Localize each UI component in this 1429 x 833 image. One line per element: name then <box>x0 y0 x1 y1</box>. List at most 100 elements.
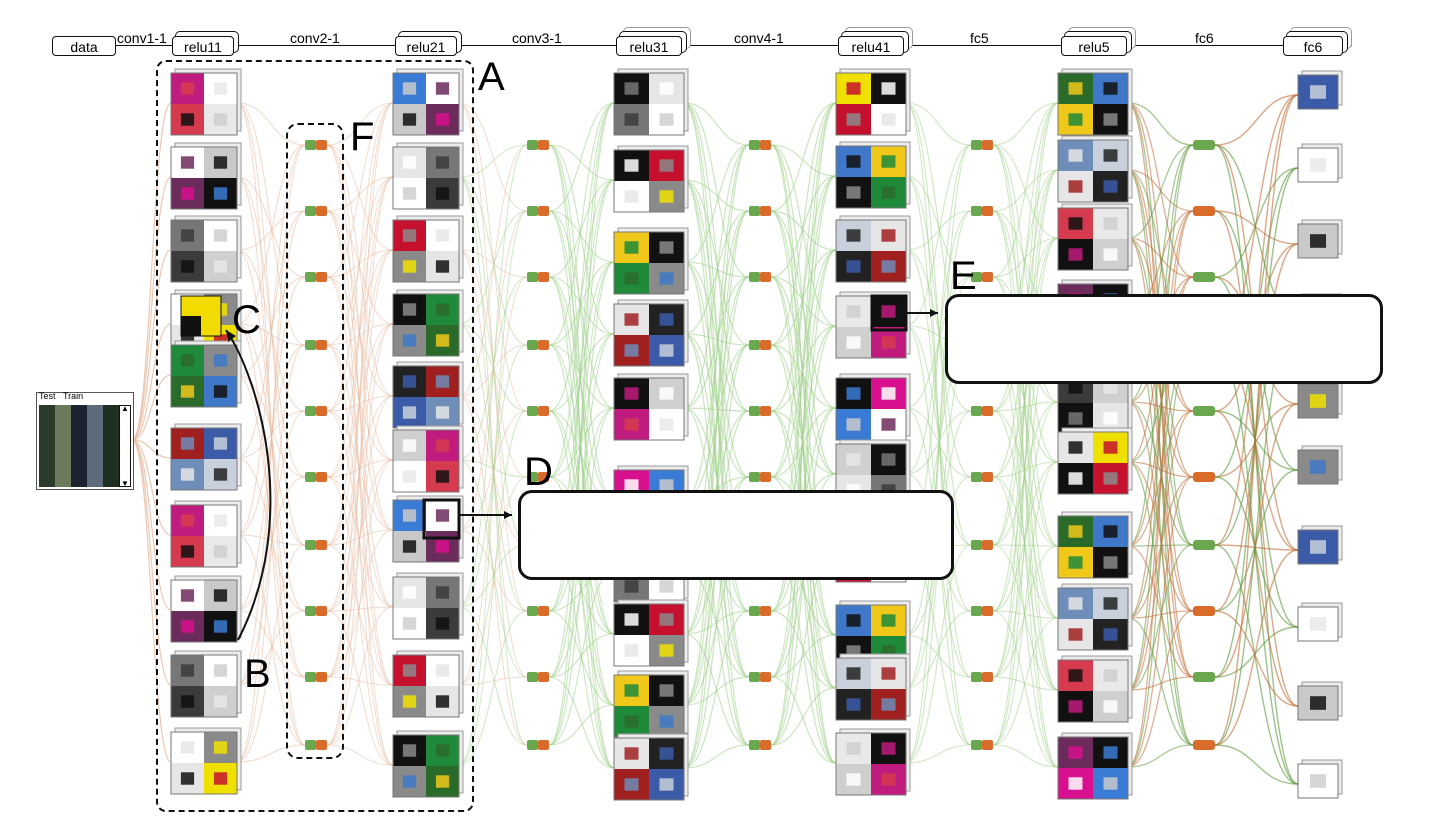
node-pill-conv4-right-8 <box>760 672 771 682</box>
edge-relu11-conv2-6-9 <box>236 534 306 746</box>
arrow-b-to-c-head <box>226 330 236 342</box>
thumbnail-relu5-0 <box>1057 68 1133 136</box>
dataset-tab-train[interactable]: Train <box>63 391 84 401</box>
edge-conv4-relu41-0-7 <box>770 144 837 636</box>
thumbnail-detail <box>402 439 417 452</box>
edge-relu21-conv3-8-8 <box>458 676 528 686</box>
layer-tab-fc6[interactable]: fc6 <box>1283 36 1343 56</box>
thumbnail-detail <box>1068 472 1083 485</box>
thumbnail-detail <box>1310 696 1326 710</box>
edge-relu31-conv4-9-7 <box>683 610 750 769</box>
edge-relu11-conv2-2-1 <box>236 210 306 251</box>
thumbnail-detail <box>1068 628 1083 641</box>
thumbnail-frame <box>1297 223 1339 259</box>
scroll-down-icon[interactable]: ▼ <box>121 479 129 488</box>
layer-tab-data[interactable]: data <box>52 36 116 56</box>
thumbnail-frame <box>170 579 238 643</box>
node-pill-conv2-right-5 <box>316 472 327 482</box>
thumbnail-detail <box>659 159 674 172</box>
thumbnail-frame <box>170 654 238 718</box>
edge-relu21-conv3-1-0 <box>458 144 528 178</box>
thumbnail-detail <box>1103 597 1118 610</box>
dataset-tab-test[interactable]: Test <box>39 391 56 401</box>
node-pill-fc5-left-1 <box>971 206 982 216</box>
edge-relu31-conv4-3-5 <box>683 333 750 478</box>
thumbnail-frame <box>613 231 685 295</box>
edge-fc5-relu5-6-4 <box>992 401 1059 546</box>
node-pill-conv4-left-5 <box>749 472 760 482</box>
layer-tab-relu21[interactable]: relu21 <box>395 36 457 56</box>
dataset-scrollbar[interactable]: ▲ ▼ <box>119 404 131 488</box>
edge-conv4-relu41-2-3 <box>770 276 837 327</box>
edge-fc5-relu5-7-9 <box>992 610 1059 768</box>
highlight-box-relu21 <box>422 498 461 540</box>
edge-conv2-relu21-3-3 <box>326 323 394 346</box>
edge-relu21-conv3-7-0 <box>458 144 528 608</box>
node-pill-conv3-left-2 <box>527 272 538 282</box>
node-pill-fc5-left-7 <box>971 606 982 616</box>
thumbnail-detail <box>624 479 639 492</box>
thumbnail-relu11-8 <box>170 650 242 718</box>
edge-relu21-conv3-5-5 <box>458 459 528 478</box>
edge-conv2-relu21-5-9 <box>326 476 394 766</box>
thumbnail-frame <box>1297 383 1339 419</box>
highlight-region-f <box>286 123 344 759</box>
edge-relu31-conv4-4-4 <box>683 407 750 412</box>
node-pill-conv4-left-4 <box>749 406 760 416</box>
thumbnail-fc6-7 <box>1297 602 1343 642</box>
thumbnail-detail <box>881 698 896 711</box>
thumbnail-detail <box>402 540 417 553</box>
thumbnail-detail <box>435 156 450 169</box>
edge-relu11-conv2-3-0 <box>236 144 306 325</box>
thumbnail-detail <box>846 614 861 627</box>
edge-data-relu11-9 <box>131 439 172 763</box>
edge-relu41-fc5-9-9 <box>905 744 972 764</box>
dataset-thumbnail-grid[interactable] <box>39 405 119 487</box>
arrow-to-panel-d-head <box>504 511 512 519</box>
node-pill-conv4-right-7 <box>760 606 771 616</box>
arrow-b-to-c <box>225 329 272 641</box>
edge-relu21-conv3-0-4 <box>458 102 528 412</box>
thumbnail-detail <box>435 744 450 757</box>
edge-fc6pill-fc6-8-7 <box>1214 626 1299 678</box>
node-pill-conv2-left-5 <box>305 472 316 482</box>
thumbnail-detail <box>624 344 639 357</box>
edge-conv3-relu31-9-8 <box>548 704 615 746</box>
thumbnail-detail <box>180 620 195 633</box>
node-pill-conv2-right-2 <box>316 272 327 282</box>
edge-relu11-conv2-9-0 <box>236 144 306 763</box>
edge-conv2-relu21-9-3 <box>326 323 394 746</box>
layer-tab-relu31[interactable]: relu31 <box>616 36 682 56</box>
layer-tab-relu11[interactable]: relu11 <box>172 36 234 56</box>
node-pill-conv4-left-7 <box>749 606 760 616</box>
node-pill-fc6-2 <box>1193 272 1215 282</box>
scroll-up-icon[interactable]: ▲ <box>121 404 129 413</box>
thumbnail-relu41-4 <box>835 373 911 441</box>
edge-conv3-relu31-2-1 <box>548 179 615 278</box>
thumbnail-detail <box>624 418 639 431</box>
thumbnail-relu5-6 <box>1057 511 1133 579</box>
edge-relu21-conv3-7-6 <box>458 544 528 608</box>
thumbnail-detail <box>402 156 417 169</box>
dataset-panel[interactable]: Test Train ▲ ▼ <box>36 391 134 490</box>
edge-conv2-relu21-7-7 <box>326 606 394 612</box>
thumbnail-relu41-2 <box>835 215 911 283</box>
layer-tab-relu41[interactable]: relu41 <box>838 36 904 56</box>
node-pill-fc5-right-6 <box>982 540 993 550</box>
edge-relu41-fc5-2-7 <box>905 249 972 612</box>
layer-tab-relu5[interactable]: relu5 <box>1061 36 1127 56</box>
node-pill-conv2-left-3 <box>305 340 316 350</box>
thumbnail-frame <box>1297 685 1339 721</box>
thumbnail-fc6-0 <box>1297 70 1343 110</box>
thumbnail-detail <box>402 586 417 599</box>
thumbnail-detail <box>1103 381 1118 394</box>
edge-relu11-conv2-7-8 <box>236 609 306 678</box>
node-pill-conv3-left-9 <box>527 740 538 750</box>
thumbnail-frame <box>835 72 907 136</box>
edge-relu11-conv2-1-2 <box>236 176 306 278</box>
thumbnail-relu41-0 <box>835 68 911 136</box>
node-pill-fc5-left-4 <box>971 406 982 416</box>
node-pill-conv2-right-0 <box>316 140 327 150</box>
edge-relu31-conv4-3-3 <box>683 333 750 346</box>
edge-data-relu11-5 <box>131 439 172 459</box>
